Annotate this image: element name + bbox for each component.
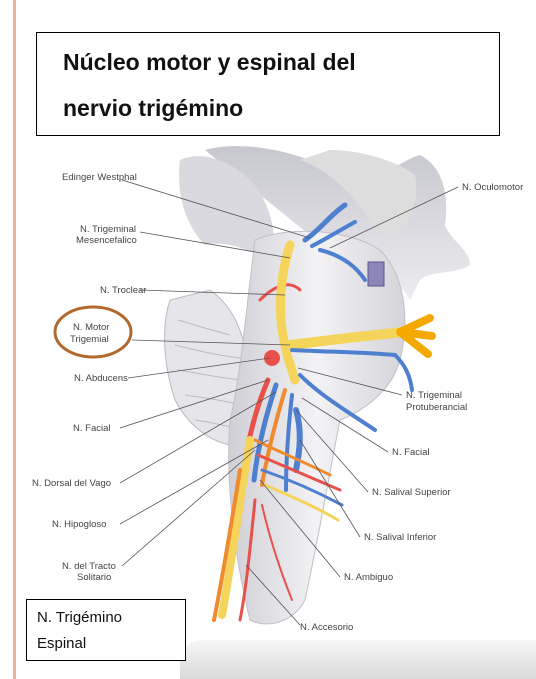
label-n-ambiguo: N. Ambiguo	[344, 572, 393, 583]
callout-line-1: N. Trigémino	[37, 609, 122, 626]
label-n-motor: N. Motor	[73, 322, 109, 333]
label-n-tracto: N. del Tracto	[62, 561, 116, 572]
label-n-troclear: N. Troclear	[100, 285, 146, 296]
callout-line-2: Espinal	[37, 635, 86, 652]
label-mesencefalico: Mesencefalico	[76, 235, 137, 246]
title-line-2: nervio trigémino	[63, 95, 243, 122]
title-line-1: Núcleo motor y espinal del	[63, 49, 356, 76]
label-trigemial: Trigemial	[70, 334, 109, 345]
label-solitario: Solitario	[77, 572, 111, 583]
label-n-dorsal-vago: N. Dorsal del Vago	[32, 478, 111, 489]
label-n-salival-inferior: N. Salival Inferior	[364, 532, 436, 543]
title-box: Núcleo motor y espinal del nervio trigém…	[36, 32, 500, 136]
label-n-trigeminal-mes: N. Trigeminal	[80, 224, 136, 235]
label-n-abducens: N. Abducens	[74, 373, 128, 384]
brain-tissue	[165, 146, 470, 624]
label-n-salival-superior: N. Salival Superior	[372, 487, 451, 498]
label-n-facial-left: N. Facial	[73, 423, 110, 434]
label-n-hipogloso: N. Hipogloso	[52, 519, 106, 530]
label-edinger-westphal: Edinger Westphal	[62, 172, 137, 183]
label-protuberancial: Protuberancial	[406, 402, 467, 413]
label-n-accesorio: N. Accesorio	[300, 622, 353, 633]
label-n-facial-right: N. Facial	[392, 447, 429, 458]
label-n-trigeminal-prot: N. Trigeminal	[406, 390, 462, 401]
label-n-oculomotor: N. Oculomotor	[462, 182, 523, 193]
callout-box: N. Trigémino Espinal	[26, 599, 186, 661]
